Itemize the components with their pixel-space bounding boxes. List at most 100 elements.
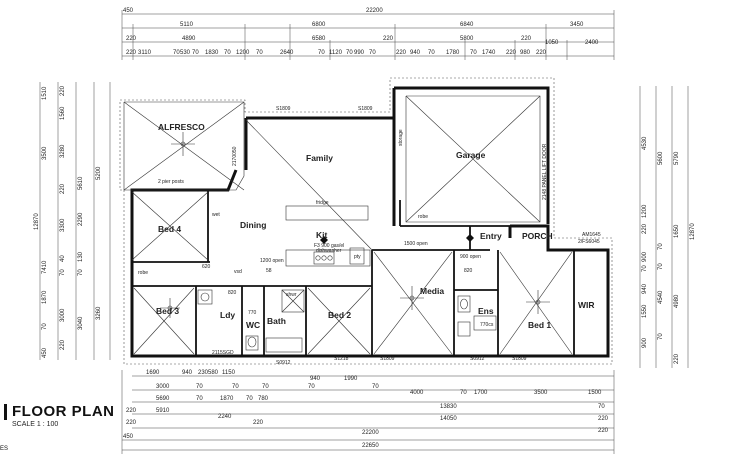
- top-dim-r4-10: 70: [318, 50, 325, 56]
- room-bath: Bath: [267, 316, 286, 326]
- left-dim-0: 1510: [42, 86, 48, 100]
- right-dim-3: 12870: [690, 223, 696, 240]
- edge-mark: ES: [0, 446, 9, 452]
- bot-r2-4: 70: [308, 384, 315, 390]
- top-dim-r4-18: 1780: [446, 50, 460, 56]
- bot-r2-2: 70: [232, 384, 239, 390]
- right-dim-5: 220: [642, 223, 648, 234]
- bot-r2-7: 70: [460, 390, 467, 396]
- left-dim-22: 220: [60, 339, 66, 350]
- top-dim-6800: 6800: [312, 22, 326, 28]
- top-dim-r4-14: 70: [369, 50, 376, 56]
- bot-r3-7: 220: [598, 416, 609, 422]
- left-dim-13: 70: [60, 269, 66, 276]
- left-dim-17: 3000: [60, 308, 66, 322]
- note-n11: 1500 open: [404, 241, 428, 247]
- left-dim-5: 12870: [34, 213, 40, 230]
- room-porch: PORCH: [522, 231, 553, 241]
- bot-r4-2: 14050: [440, 416, 457, 422]
- top-dim-220a: 220: [126, 36, 137, 42]
- left-dim-7: 5200: [96, 166, 102, 180]
- bottom-dimensions: 1690 940 230 580 1150 940 1990 3000 70 7…: [121, 370, 615, 454]
- left-dim-9: 3300: [60, 218, 66, 232]
- bot-r2-8: 1700: [474, 390, 488, 396]
- top-dim-4890: 4890: [182, 36, 196, 42]
- bot-r1-3: 580: [208, 370, 219, 376]
- note-n4: 2170050: [232, 146, 238, 166]
- bot-r4-0: 5910: [156, 408, 170, 414]
- right-dim-2: 5790: [674, 151, 680, 165]
- left-dim-1: 220: [60, 85, 66, 96]
- note-n22: 2/FS6045: [578, 239, 600, 245]
- note-n16: S0912: [276, 360, 291, 366]
- right-dim-11: 900: [642, 251, 648, 262]
- top-dimensions: 450 22200 5110 6800 6840 3450 220 4890 6…: [121, 8, 615, 60]
- top-dim-1050: 1050: [545, 40, 559, 46]
- note-n21: AM1645: [582, 232, 601, 238]
- top-dim-r4-3: 530: [180, 50, 191, 56]
- left-dimensions: 1510 220 1560 3500 3280 12870 5610 5200 …: [34, 82, 111, 360]
- top-dim-r4-4: 70: [192, 50, 199, 56]
- left-dim-12: 40: [60, 255, 66, 262]
- plan-scale: SCALE 1 : 100: [12, 421, 59, 428]
- bot-r3-2: 1870: [220, 396, 234, 402]
- left-dim-11: 7410: [42, 260, 48, 274]
- bot-r2-6: 4000: [410, 390, 424, 396]
- left-dim-14: 130: [78, 251, 84, 262]
- title-block: FLOOR PLAN SCALE 1 : 100: [4, 404, 115, 428]
- plan-title: FLOOR PLAN: [4, 404, 115, 420]
- top-dim-r4-9: 2640: [280, 50, 294, 56]
- left-dim-4: 3280: [60, 144, 66, 158]
- top-dim-220b: 220: [383, 36, 394, 42]
- bot-r3-4: 780: [258, 396, 269, 402]
- top-dim-r4-11: 1120: [329, 50, 343, 56]
- room-garage: Garage: [456, 150, 486, 160]
- room-wc: WC: [246, 320, 260, 330]
- bot-r6-1: 22200: [362, 430, 379, 436]
- top-dim-r4-16: 940: [410, 50, 421, 56]
- right-dim-16: 70: [658, 333, 664, 340]
- note-n15: 2115SGD: [212, 350, 234, 356]
- left-dim-6: 5610: [78, 176, 84, 190]
- note-n9: F3 900 gas/el: [314, 243, 344, 249]
- top-dim-r4-22: 980: [520, 50, 531, 56]
- note-n13: 2148 PANEL LIFT DOOR: [542, 143, 548, 200]
- bot-r2-0: 3000: [156, 384, 170, 390]
- room-bed1: Bed 1: [528, 320, 551, 330]
- right-dim-12: 70: [642, 265, 648, 272]
- right-dim-15: 900: [642, 337, 648, 348]
- note-n26: 770: [248, 310, 257, 316]
- top-dim-r4-12: 70: [346, 50, 353, 56]
- note-n7: robe: [138, 270, 148, 276]
- note-n29: storage: [398, 129, 404, 146]
- top-dim-r4-17: 70: [428, 50, 435, 56]
- note-n14: 770cs: [480, 322, 494, 328]
- bot-r2-9: 3500: [534, 390, 548, 396]
- bot-r7-0: 22650: [362, 443, 379, 449]
- left-dim-21: 450: [42, 347, 48, 358]
- bot-r1-2: 230: [198, 370, 209, 376]
- top-dim-r4-21: 220: [506, 50, 517, 56]
- bot-r2-3: 70: [262, 384, 269, 390]
- left-dim-19: 3260: [96, 306, 102, 320]
- room-bed4: Bed 4: [158, 224, 181, 234]
- bot-r1-0: 1690: [146, 370, 160, 376]
- note-n25: shwr: [286, 292, 297, 298]
- top-dim-r4-0: 220: [126, 50, 137, 56]
- note-n1: S1809: [276, 106, 291, 112]
- top-dim-5110: 5110: [180, 22, 194, 28]
- left-dim-2: 1560: [60, 106, 66, 120]
- note-n12: 900 open: [460, 254, 481, 260]
- note-n31: pty: [354, 254, 361, 260]
- note-n19: S0912: [470, 356, 485, 362]
- right-dim-14: 940: [642, 283, 648, 294]
- top-dim-6580: 6580: [312, 36, 326, 42]
- note-n32: robe: [418, 214, 428, 220]
- right-dim-9: 4980: [674, 294, 680, 308]
- top-dim-r4-23: 220: [536, 50, 547, 56]
- bot-r1-5: 940: [310, 376, 321, 382]
- fixtures: [160, 132, 550, 353]
- top-dim-2400: 2400: [585, 40, 599, 46]
- right-dim-6: 1650: [674, 224, 680, 238]
